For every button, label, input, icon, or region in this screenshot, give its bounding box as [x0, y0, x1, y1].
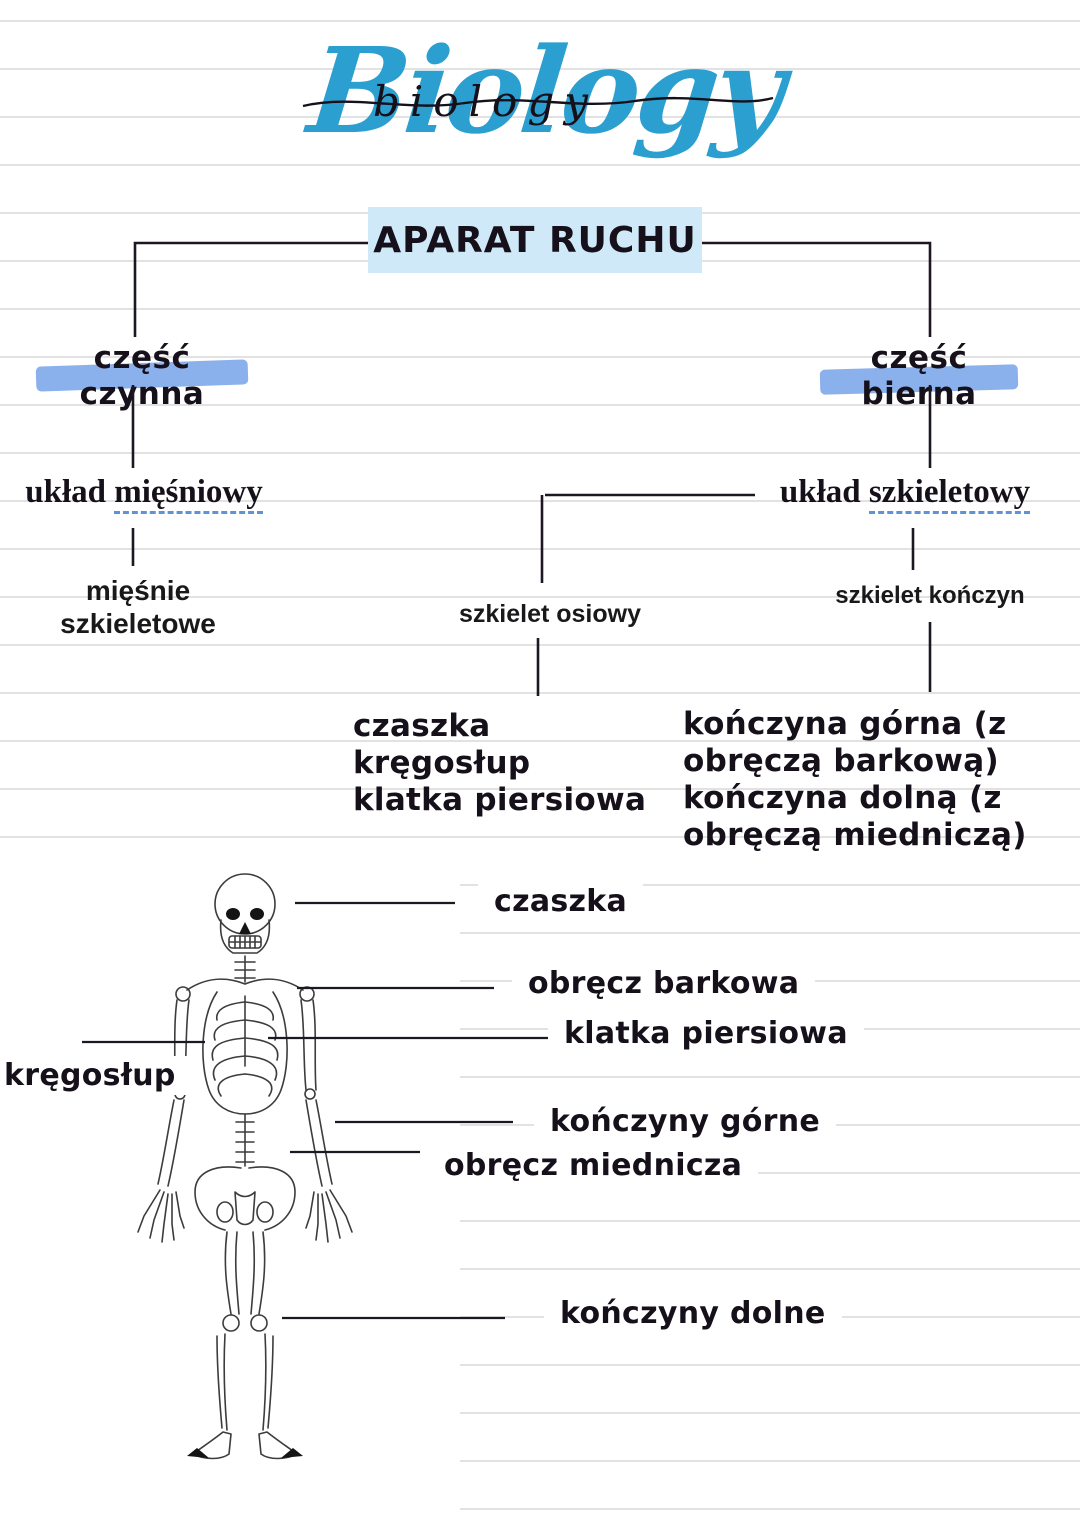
list-item: kończyna górna (z: [683, 706, 1007, 742]
label-konczyny-dolne: kończyny dolne: [544, 1294, 842, 1333]
ribs-right: [244, 1001, 279, 1097]
forearm-left: [157, 1099, 185, 1187]
skeleton-image-background: [0, 862, 460, 1510]
tibia-fibula-right: [262, 1333, 274, 1431]
branch-czesc-bierna: część bierna: [861, 340, 977, 412]
forearm-right: [305, 1099, 333, 1187]
uklad-word: układ: [779, 474, 861, 510]
skull-eye-left: [226, 908, 240, 920]
node-szkielet-konczyn: szkielet kończyn: [835, 582, 1025, 609]
pelvis-wing-right: [248, 1166, 296, 1231]
title-overlay-word: biology: [373, 77, 598, 126]
skull-eye-right: [250, 908, 264, 920]
list-item: klatka piersiowa: [353, 782, 647, 818]
branch-czesc-czynna: część czynna: [79, 340, 205, 412]
label-czaszka: czaszka: [478, 882, 644, 921]
miesnie-line: mięśnie: [85, 575, 191, 606]
label-konczyny-gorne: kończyny górne: [534, 1102, 837, 1141]
szkieletowe-line: szkieletowe: [60, 608, 216, 639]
skull-jaw: [219, 919, 271, 954]
limb-skeleton-list: kończyna górna (z obręczą barkową) kończ…: [683, 706, 1027, 854]
axial-skeleton-list: czaszka kręgosłup klatka piersiowa: [353, 708, 646, 819]
lumbar-spine: [235, 1113, 255, 1167]
humerus-right: [300, 999, 317, 1091]
toes-left: [187, 1448, 209, 1458]
list-item: czaszka: [353, 708, 491, 744]
list-item: obręczą barkową): [683, 743, 999, 779]
uklad-word: układ: [25, 474, 106, 510]
shoulder-joint-left: [175, 986, 191, 1002]
pelvis-wing-left: [194, 1166, 242, 1231]
femur-right: [250, 1231, 266, 1315]
femur-left: [224, 1231, 240, 1315]
node-szkielet-osiowy: szkielet osiowy: [458, 600, 642, 628]
ribcage-outline-left: [202, 991, 246, 1115]
knee-left: [222, 1314, 240, 1332]
node-uklad-szkieletowy: układ szkieletowy: [776, 474, 1034, 514]
toes-right: [281, 1448, 303, 1458]
miesniowy-word-underlined: mięśniowy: [114, 474, 263, 514]
title-overlay-script: biology: [302, 77, 774, 126]
tibia-fibula-left: [216, 1333, 228, 1431]
skeleton-illustration: [137, 873, 353, 1460]
label-kregoslup: kręgosłup: [0, 1056, 192, 1095]
hip-socket-right: [256, 1201, 274, 1223]
neck-vertebrae: [234, 955, 256, 983]
tree-root-aparat-ruchu: APARAT RUCHU: [368, 207, 702, 273]
elbow-right: [304, 1088, 316, 1100]
ribs-left: [211, 1001, 246, 1097]
sacrum: [234, 1191, 256, 1226]
hip-socket-left: [216, 1201, 234, 1223]
label-obrecz-miednicza: obręcz miednicza: [428, 1146, 759, 1185]
node-uklad-miesniowy: układ mięśniowy: [18, 474, 270, 514]
label-klatka-piersiowa: klatka piersiowa: [548, 1014, 864, 1053]
hand-right: [305, 1189, 353, 1243]
list-item: kręgosłup: [353, 745, 531, 781]
knee-right: [250, 1314, 268, 1332]
node-miesnie-szkieletowe: mięśnie szkieletowe: [38, 574, 238, 640]
list-item: kończyna dolną (z: [683, 780, 1002, 816]
title-strike-line: [302, 96, 774, 108]
skull-teeth-lines: [228, 935, 262, 949]
szkieletowy-word-underlined: szkieletowy: [868, 474, 1031, 514]
skull-nose: [239, 922, 251, 934]
hand-left: [137, 1189, 185, 1243]
page-title: Biology biology: [295, 6, 795, 191]
list-item: obręczą miedniczą): [683, 817, 1027, 853]
label-obrecz-barkowa: obręcz barkowa: [512, 964, 816, 1003]
shoulder-joint-right: [299, 986, 315, 1002]
ribcage-outline-right: [244, 991, 288, 1115]
